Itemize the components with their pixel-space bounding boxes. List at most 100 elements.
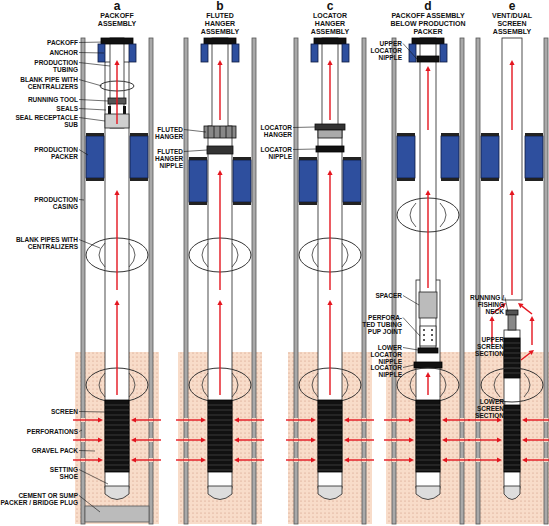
part-label: SEAL RECEPTACLE SUB xyxy=(8,114,78,128)
flow-arrow xyxy=(219,65,220,120)
part-label: BLANK PIPE WITH CENTRALIZERS xyxy=(8,76,78,90)
centralizer-bow xyxy=(410,203,416,227)
flow-arrow xyxy=(136,419,161,420)
packer-slip xyxy=(441,133,459,136)
screen-slot xyxy=(504,348,520,349)
screen-slot xyxy=(105,420,129,421)
casing-wall xyxy=(392,38,396,524)
panel-title: PACKOFF ASSEMBLY BELOW PRODUCTION PACKER xyxy=(386,12,470,36)
screen-slot xyxy=(318,435,342,436)
screen-slot xyxy=(504,430,520,431)
arrow-head xyxy=(425,372,430,377)
hanger-flute xyxy=(220,126,221,138)
pup-joint-hole xyxy=(423,334,425,336)
screen-slot xyxy=(504,455,520,456)
flow-arrow xyxy=(468,419,497,420)
screen-slot xyxy=(416,440,440,441)
flow-arrow xyxy=(349,439,374,440)
lower-locator-nipple xyxy=(418,348,438,353)
screen-slot xyxy=(416,415,440,416)
arrow-head xyxy=(234,437,239,442)
packer-slip xyxy=(397,178,415,181)
part-label: RUNNING / FISHING NECK xyxy=(462,294,504,315)
screen-slot xyxy=(504,343,520,344)
arrow-head xyxy=(442,457,447,462)
centralizer-bow xyxy=(129,243,135,267)
leader-line xyxy=(504,340,505,356)
leader-line xyxy=(79,199,84,201)
blank-pipe xyxy=(105,62,129,488)
centralizer-bow xyxy=(312,243,318,267)
packer-slip xyxy=(525,133,543,136)
anchor xyxy=(129,44,136,62)
arrow-head xyxy=(234,417,239,422)
part-label: PERFORATIONS xyxy=(8,428,78,435)
packer-slip xyxy=(525,178,543,181)
leader-line xyxy=(79,100,108,102)
part-label: RUNNING TOOL xyxy=(8,96,78,103)
arrow-head xyxy=(98,457,103,462)
production-packer xyxy=(343,160,361,202)
part-label: LOWER SCREEN SECTION xyxy=(462,398,504,419)
screen-slot xyxy=(318,450,342,451)
arrow-head xyxy=(409,417,414,422)
panel-letter: e xyxy=(502,0,522,12)
arrow-head xyxy=(509,190,514,195)
arrow-head xyxy=(489,316,494,321)
screen-slot xyxy=(504,415,520,416)
production-packer xyxy=(525,136,543,178)
pup-joint-hole xyxy=(431,329,433,331)
screen-slot xyxy=(416,450,440,451)
casing-wall xyxy=(294,38,298,524)
panel-letter: a xyxy=(107,0,127,12)
production-packer xyxy=(233,160,251,202)
part-label: LOCATOR HANGER xyxy=(258,124,292,138)
part-label: PRODUCTION CASING xyxy=(8,196,78,210)
flow-arrow xyxy=(239,439,264,440)
screen-slot xyxy=(504,425,520,426)
arrow-head xyxy=(217,60,222,65)
screen xyxy=(208,400,232,472)
screen-slot xyxy=(318,445,342,446)
arrow-head xyxy=(497,437,502,442)
packoff xyxy=(412,38,444,44)
screen-slot xyxy=(208,450,232,451)
production-packer xyxy=(441,136,459,178)
arrow-head xyxy=(234,457,239,462)
packer-slip xyxy=(86,178,104,181)
screen-slot xyxy=(504,410,520,411)
blank-pipe xyxy=(416,280,440,488)
flow-arrow xyxy=(73,439,98,440)
packer-slip xyxy=(130,133,148,136)
flow-arrow xyxy=(384,419,409,420)
arrow-head xyxy=(327,300,332,305)
setting-shoe xyxy=(208,486,232,500)
production-packer xyxy=(299,160,317,202)
screen-slot xyxy=(208,415,232,416)
setting-shoe xyxy=(504,486,520,500)
part-label: PACKOFF xyxy=(30,39,78,46)
pup-joint-hole xyxy=(423,339,425,341)
packer-slip xyxy=(481,178,499,181)
flow-arrow xyxy=(73,419,98,420)
arrow-head xyxy=(217,300,222,305)
screen-slot xyxy=(105,425,129,426)
panel-title: LOCATOR HANGER ASSEMBLY xyxy=(305,12,355,36)
screen-slot xyxy=(318,440,342,441)
hanger-flute xyxy=(214,126,215,138)
setting-shoe xyxy=(105,486,129,500)
screen-slot xyxy=(105,465,129,466)
flow-arrow xyxy=(511,65,512,130)
centralizer-bow xyxy=(232,373,238,397)
part-label: FLUTED HANGER xyxy=(155,126,183,140)
arrow-head xyxy=(522,437,527,442)
arrow-head xyxy=(442,417,447,422)
anchor xyxy=(201,44,208,62)
leader-line xyxy=(403,365,414,368)
arrow-head xyxy=(131,417,136,422)
leader-line xyxy=(79,240,100,249)
packer-slip xyxy=(86,133,104,136)
part-label: CEMENT OR SUMP PACKER / BRIDGE PLUG xyxy=(0,492,78,506)
packer-slip xyxy=(130,178,148,181)
